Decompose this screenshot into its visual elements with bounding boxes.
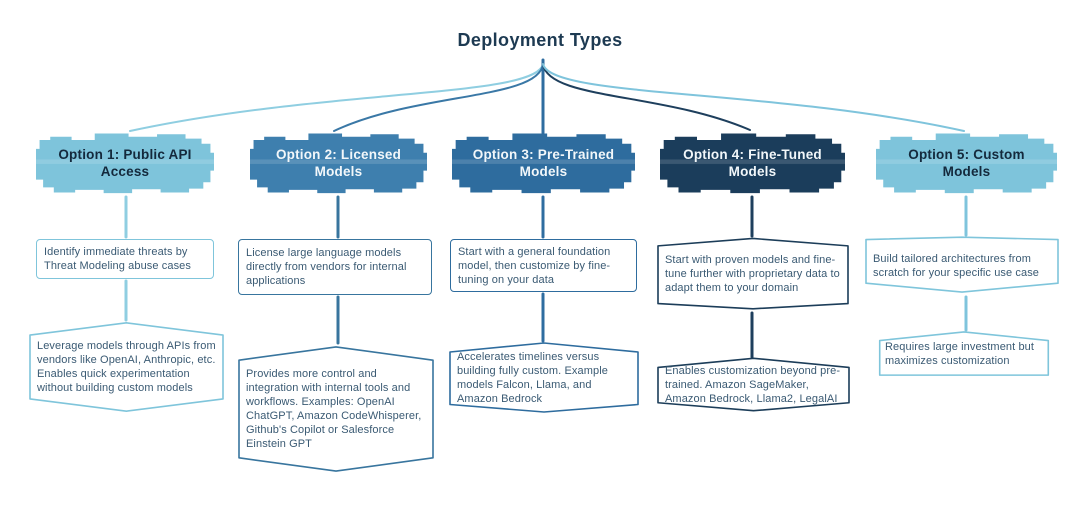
option-5-box-2: Requires large investment but maximizes … bbox=[878, 330, 1050, 378]
option-1-header: Option 1: Public API Access bbox=[36, 133, 214, 194]
option-3-box-1: Start with a general foundation model, t… bbox=[450, 239, 637, 292]
option-1-box-1-text: Identify immediate threats by Threat Mod… bbox=[44, 246, 192, 272]
option-3-box-2-text: Accelerates timelines versus building fu… bbox=[457, 350, 608, 405]
hexagon-outline-icon bbox=[30, 320, 223, 414]
option-3-box-2: Accelerates timelines versus building fu… bbox=[450, 340, 638, 415]
option-4-label: Option 4: Fine-Tuned Models bbox=[683, 147, 822, 179]
option-1-label: Option 1: Public API Access bbox=[58, 147, 192, 179]
option-3-header: Option 3: Pre-Trained Models bbox=[452, 133, 635, 194]
option-3-box-1-text: Start with a general foundation model, t… bbox=[458, 245, 611, 286]
hexagon-outline-icon bbox=[866, 236, 1058, 295]
branch-line-option-1 bbox=[129, 63, 544, 132]
option-1-box-2-text: Leverage models through APIs from vendor… bbox=[37, 340, 216, 394]
branch-line-option-4 bbox=[542, 63, 751, 131]
option-2-box-1: License large language models directly f… bbox=[238, 239, 432, 295]
option-5-header: Option 5: Custom Models bbox=[876, 133, 1057, 194]
branch-line-option-2 bbox=[333, 63, 544, 132]
hexagon-outline-icon bbox=[658, 237, 848, 311]
hexagon-outline-icon bbox=[450, 340, 638, 415]
option-5-box-2-text: Requires large investment but maximizes … bbox=[885, 341, 1035, 367]
hexagon-outline-icon bbox=[239, 343, 433, 475]
branch-line-option-5 bbox=[542, 63, 965, 132]
option-4-box-1: Start with proven models and fine-tune f… bbox=[658, 237, 848, 311]
option-4-header: Option 4: Fine-Tuned Models bbox=[660, 133, 845, 194]
option-2-header: Option 2: Licensed Models bbox=[250, 133, 427, 194]
option-4-box-2: Enables customization beyond pre-trained… bbox=[658, 356, 849, 413]
option-4-box-1-text: Start with proven models and fine-tune f… bbox=[665, 254, 840, 294]
option-1-box-1: Identify immediate threats by Threat Mod… bbox=[36, 239, 214, 279]
option-5-box-1: Build tailored architectures from scratc… bbox=[866, 236, 1058, 295]
option-2-box-1-text: License large language models directly f… bbox=[246, 247, 407, 287]
hexagon-outline-icon bbox=[658, 356, 849, 413]
option-2-label: Option 2: Licensed Models bbox=[275, 147, 402, 179]
option-5-box-1-text: Build tailored architectures from scratc… bbox=[873, 252, 1040, 279]
pentagon-outline-icon bbox=[878, 330, 1050, 378]
option-1-box-2: Leverage models through APIs from vendor… bbox=[30, 320, 223, 414]
option-4-box-2-text: Enables customization beyond pre-trained… bbox=[665, 364, 841, 405]
option-3-label: Option 3: Pre-Trained Models bbox=[472, 147, 615, 179]
page-title: Deployment Types bbox=[457, 30, 623, 50]
option-2-box-2: Provides more control and integration wi… bbox=[239, 343, 433, 475]
option-2-box-2-text: Provides more control and integration wi… bbox=[246, 368, 422, 450]
option-5-label: Option 5: Custom Models bbox=[908, 147, 1025, 179]
